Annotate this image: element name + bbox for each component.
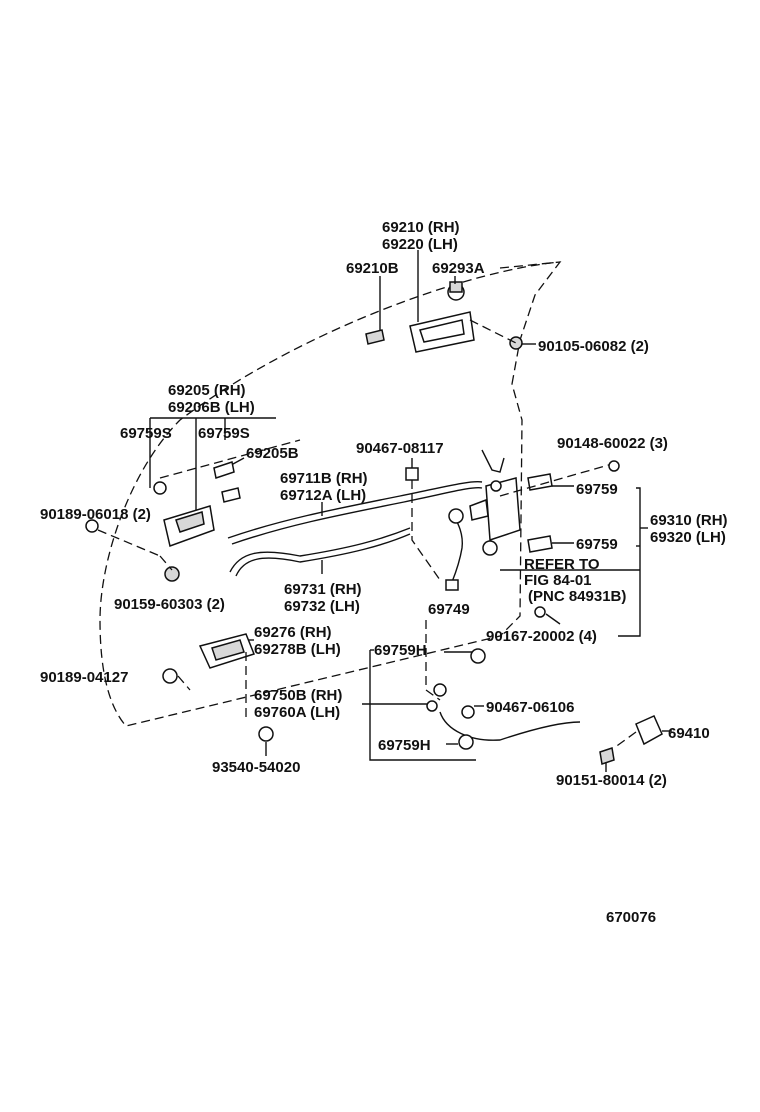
label-69276: 69276 (RH) — [254, 624, 332, 641]
clip-90189-06018 — [85, 519, 99, 533]
rod-69711b-b — [231, 486, 483, 545]
label-69759s-a: 69759S — [120, 425, 172, 442]
bolt-69210b — [365, 329, 385, 345]
label-69732: 69732 (LH) — [284, 598, 360, 615]
leader-90105 — [469, 319, 517, 344]
bolt-90151 — [599, 747, 615, 765]
label-69759-a: 69759 — [576, 481, 618, 498]
label-69205: 69205 (RH) — [168, 382, 246, 399]
label-69320: 69320 (LH) — [650, 529, 726, 546]
screw-90105 — [509, 336, 523, 350]
label-refer-2: FIG 84-01 — [524, 572, 592, 589]
label-90105: 90105-06082 (2) — [538, 338, 649, 355]
rod-bottom — [439, 711, 581, 741]
label-69759-b: 69759 — [576, 536, 618, 553]
leader-69293a-dash — [499, 261, 561, 269]
label-69759s-b: 69759S — [198, 425, 250, 442]
bolt-69759-bottom — [527, 535, 553, 553]
leader-90189-06018 — [97, 529, 161, 557]
screw-90159 — [164, 566, 180, 582]
label-90467-08117: 90467-08117 — [356, 440, 444, 457]
clip-69749 — [445, 579, 459, 591]
label-90148: 90148-60022 (3) — [557, 435, 668, 452]
label-90159: 90159-60303 (2) — [114, 596, 225, 613]
clip-90467-08117 — [405, 467, 419, 481]
label-69206b: 69206B (LH) — [168, 399, 255, 416]
clip-69750b — [433, 683, 447, 697]
screw-90167 — [534, 606, 546, 618]
screw-90148 — [608, 460, 620, 472]
leader-69759-top — [499, 463, 613, 497]
label-69750b: 69750B (RH) — [254, 687, 342, 704]
outside-handle — [409, 281, 475, 353]
cap-93540 — [258, 726, 274, 742]
leader-69410 — [613, 731, 637, 749]
leader-90189-04127 — [177, 675, 191, 691]
label-90467-06106: 90467-06106 — [486, 699, 574, 716]
label-93540: 93540-54020 — [212, 759, 300, 776]
rod-69731 — [229, 527, 411, 573]
leader-69759h-dash — [425, 620, 441, 701]
striker-69410 — [635, 715, 663, 746]
leader-69205-dash — [159, 439, 301, 479]
inside-handle-lever — [153, 461, 241, 547]
bracket-69759h — [369, 650, 476, 761]
clip-90467-06106 — [461, 705, 475, 719]
label-90189-04127: 90189-04127 — [40, 669, 128, 686]
figure-id: 670076 — [606, 909, 656, 926]
label-refer-3: (PNC 84931B) — [528, 588, 626, 605]
label-69410: 69410 — [668, 725, 710, 742]
clip-90189-04127 — [162, 668, 178, 684]
inside-handle-bezel — [198, 633, 255, 669]
label-69712a: 69712A (LH) — [280, 487, 366, 504]
rod-69731-b — [235, 533, 411, 577]
label-69310: 69310 (RH) — [650, 512, 728, 529]
clip-69750b-b — [426, 700, 438, 712]
label-69278b: 69278B (LH) — [254, 641, 341, 658]
label-69205b: 69205B — [246, 445, 299, 462]
bracket-69310 — [618, 487, 641, 637]
clip-69759h-a — [470, 648, 486, 664]
label-90189-06018: 90189-06018 (2) — [40, 506, 151, 523]
label-69210b: 69210B — [346, 260, 399, 277]
rod-69711b — [227, 480, 483, 539]
label-69731: 69731 (RH) — [284, 581, 362, 598]
label-69759h-b: 69759H — [378, 737, 431, 754]
label-69759h-a: 69759H — [374, 642, 427, 659]
door-panel-outline — [99, 261, 562, 727]
label-90167: 90167-20002 (4) — [486, 628, 597, 645]
leader-90159 — [159, 555, 173, 571]
knob-69749 — [448, 508, 464, 524]
leader-90467-08117 — [411, 480, 441, 581]
label-69760a: 69760A (LH) — [254, 704, 340, 721]
label-69711b: 69711B (RH) — [280, 470, 368, 487]
label-69210: 69210 (RH) — [382, 219, 460, 236]
label-90151: 90151-80014 (2) — [556, 772, 667, 789]
label-69749: 69749 — [428, 601, 470, 618]
leader-90167 — [545, 613, 561, 625]
clip-69759h-b — [458, 734, 474, 750]
label-69220: 69220 (LH) — [382, 236, 458, 253]
door-lock-assembly — [469, 449, 521, 556]
label-refer-1: REFER TO — [524, 556, 600, 573]
label-69293a: 69293A — [432, 260, 485, 277]
